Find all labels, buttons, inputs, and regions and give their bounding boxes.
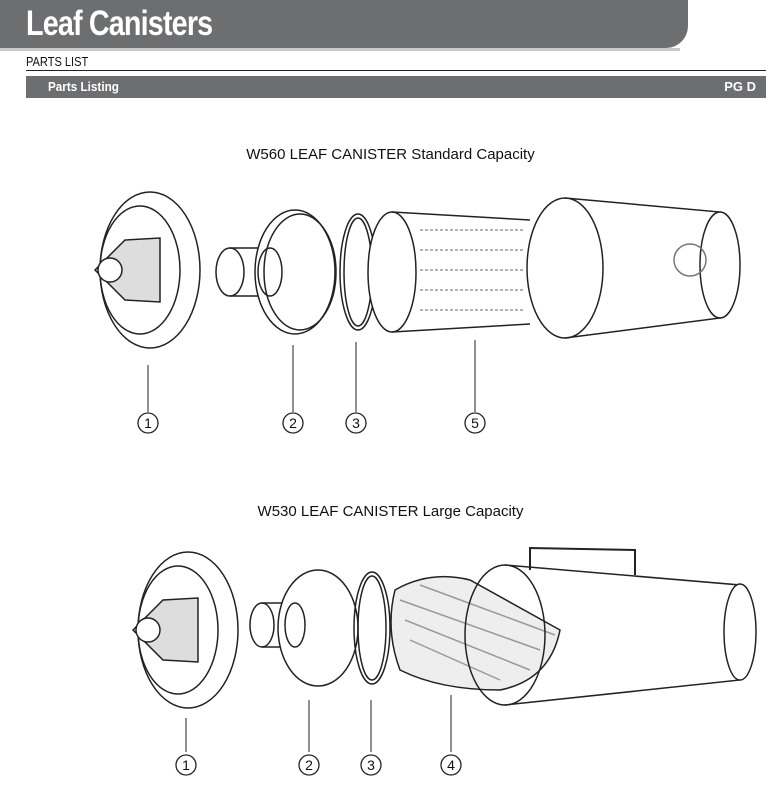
callout-3: 3 [360, 754, 382, 776]
callout-3: 3 [345, 412, 367, 434]
section-label: Parts Listing [48, 79, 119, 94]
header-band [0, 0, 688, 48]
header-shadow [0, 48, 680, 51]
w560-exploded-diagram [93, 191, 741, 412]
w530-callouts: 1 2 3 4 [175, 754, 462, 776]
callout-label: 2 [289, 415, 297, 431]
callout-2: 2 [298, 754, 320, 776]
diagram-caption-w530: W530 LEAF CANISTER Large Capacity [257, 503, 524, 520]
callout-1: 1 [137, 412, 159, 434]
callout-label: 2 [305, 757, 313, 773]
part-canister-body [526, 197, 741, 339]
part-lid [93, 191, 201, 349]
page-label: PG D [724, 79, 756, 94]
callout-label: 5 [471, 415, 479, 431]
part-adapter [215, 209, 337, 335]
part-canister-body [464, 546, 757, 706]
callout-4: 4 [440, 754, 462, 776]
w560-callouts: 1 2 3 5 [137, 412, 486, 434]
callout-label: 3 [367, 757, 375, 773]
section-bar: Parts Listing PG D [26, 76, 766, 98]
callout-label: 1 [144, 415, 152, 431]
callout-5: 5 [464, 412, 486, 434]
part-leaf-bag [390, 575, 561, 691]
callout-2: 2 [282, 412, 304, 434]
part-adapter [249, 569, 359, 687]
callout-label: 4 [447, 757, 455, 773]
part-basket [367, 211, 531, 333]
w530-exploded-diagram [131, 546, 757, 752]
diagram-caption-w560: W560 LEAF CANISTER Standard Capacity [246, 146, 535, 163]
callout-label: 3 [352, 415, 360, 431]
part-lid [131, 551, 239, 709]
part-oring [353, 571, 391, 685]
callout-label: 1 [182, 757, 190, 773]
page-title: Leaf Canisters [26, 4, 213, 43]
callout-1: 1 [175, 754, 197, 776]
page-subtitle: PARTS LIST [26, 54, 89, 69]
divider [26, 70, 766, 71]
